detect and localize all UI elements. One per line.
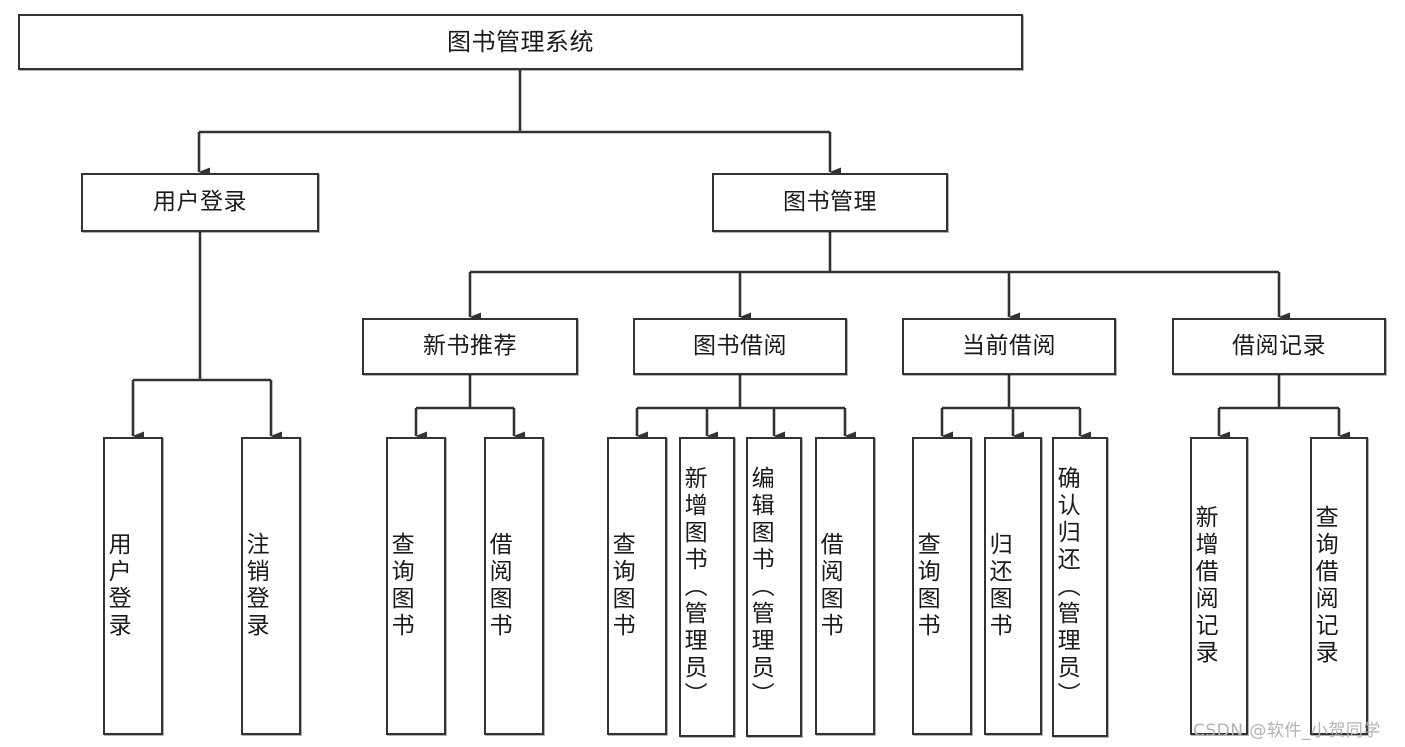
node-label: 查询借阅记录 [1311,505,1338,667]
node-label: 借阅图书 [485,532,512,640]
node-leaf-query-book-3[interactable]: 查询图书 [912,437,972,735]
node-leaf-logout[interactable]: 注销登录 [241,437,301,735]
node-leaf-borrow-book-2[interactable]: 借阅图书 [815,437,875,735]
node-leaf-query-book-1[interactable]: 查询图书 [386,437,446,735]
node-label: 图书借阅 [693,332,787,359]
node-label: 用户登录 [104,532,131,640]
node-label: 当前借阅 [962,332,1056,359]
node-label: 新增借阅记录 [1191,505,1218,667]
node-borrow-record[interactable]: 借阅记录 [1172,318,1386,375]
node-leaf-user-login[interactable]: 用户登录 [103,437,163,735]
node-label: 注销登录 [242,532,269,640]
node-label: 图书管理 [783,188,877,215]
node-leaf-borrow-book-1[interactable]: 借阅图书 [484,437,544,735]
node-book-borrow[interactable]: 图书借阅 [633,318,847,375]
node-label: 图书管理系统 [447,27,594,56]
node-leaf-confirm-return-admin[interactable]: 确认归还（管理员） [1052,437,1108,737]
node-label: 查询图书 [913,532,940,640]
node-leaf-query-book-2[interactable]: 查询图书 [607,437,667,735]
node-label: 用户登录 [153,188,247,215]
node-label: 查询图书 [387,532,414,640]
node-label: 归还图书 [985,532,1012,640]
node-label: 编辑图书（管理员） [747,465,774,709]
node-root-system[interactable]: 图书管理系统 [18,14,1023,70]
node-label: 新增图书（管理员） [680,465,707,709]
csdn-watermark: CSDN @软件_小贺同学 [1193,721,1381,741]
node-leaf-return-book[interactable]: 归还图书 [984,437,1042,735]
node-leaf-query-borrow-record[interactable]: 查询借阅记录 [1310,437,1368,735]
node-current-borrow[interactable]: 当前借阅 [902,318,1116,375]
node-leaf-add-book-admin[interactable]: 新增图书（管理员） [679,437,735,737]
node-leaf-add-borrow-record[interactable]: 新增借阅记录 [1190,437,1248,735]
node-label: 借阅记录 [1232,332,1326,359]
node-label: 查询图书 [608,532,635,640]
node-user-login[interactable]: 用户登录 [81,173,319,232]
node-label: 新书推荐 [423,332,517,359]
node-label: 确认归还（管理员） [1053,465,1080,709]
node-leaf-edit-book-admin[interactable]: 编辑图书（管理员） [746,437,802,737]
edges-group [131,70,1350,441]
node-book-manage[interactable]: 图书管理 [712,173,948,232]
node-label: 借阅图书 [816,532,843,640]
node-new-book-recommend[interactable]: 新书推荐 [362,318,578,375]
